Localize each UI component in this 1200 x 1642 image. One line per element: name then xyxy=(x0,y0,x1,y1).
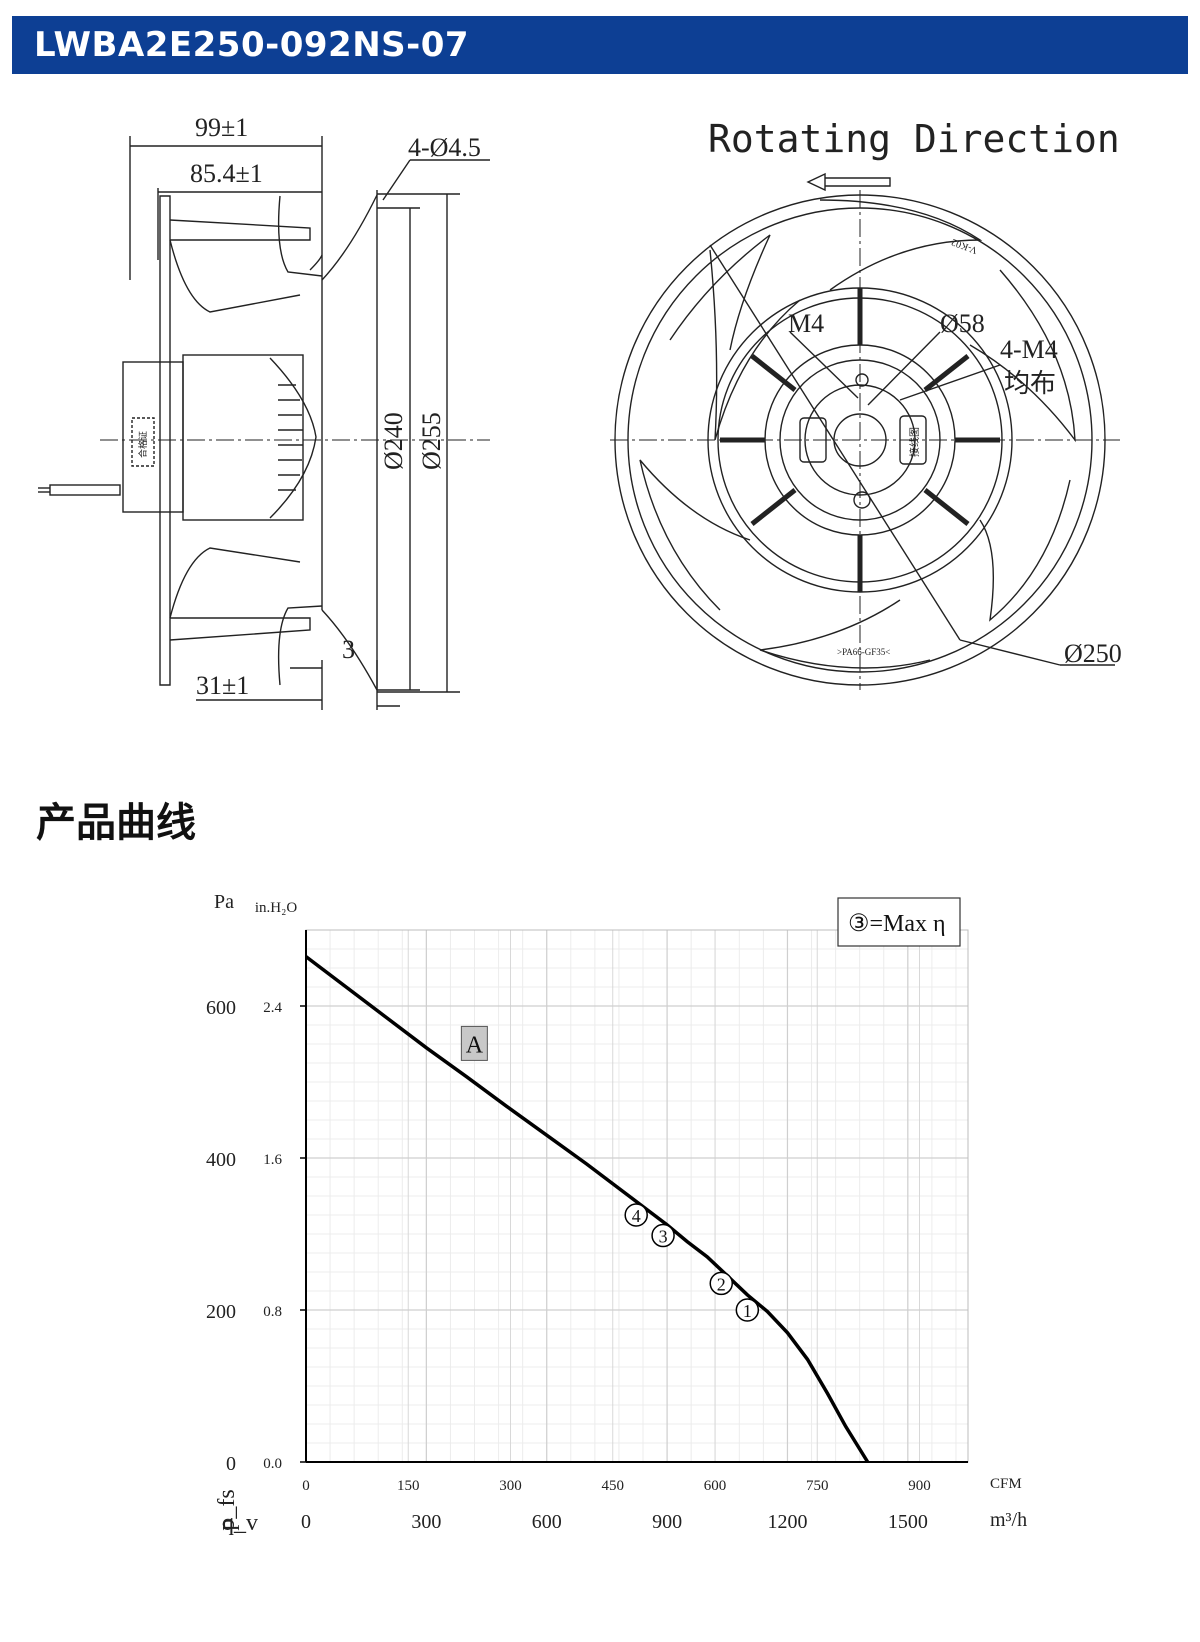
operating-point-label: 4 xyxy=(632,1206,641,1226)
motor-label: 合格证 xyxy=(137,431,148,458)
rotating-direction-label: Rotating Direction xyxy=(708,117,1120,161)
curve-label-box xyxy=(460,1025,488,1061)
impeller-mark-bottom: >PA66-GF35< xyxy=(837,647,890,657)
curve-a-line xyxy=(304,955,870,1463)
evenly-distributed-label: 均布 xyxy=(1004,369,1056,398)
dim-m4: M4 xyxy=(788,309,824,338)
x-tick-cfm: 750 xyxy=(806,1478,829,1494)
dim-99: 99±1 xyxy=(195,113,248,142)
operating-point-marker xyxy=(709,1271,734,1296)
x-tick-m3h: 0 xyxy=(301,1511,311,1533)
x-unit-cfm: CFM xyxy=(990,1476,1022,1492)
chart-axes xyxy=(305,929,969,1463)
chart-ticks: 0 200 400 600 0.0 0.8 1.6 2.4 Pa in.H₂O 0 150 300 450… xyxy=(206,891,1027,1536)
side-view-drawing: 99±1 85.4±1 4-Ø4.5 31±1 3 Ø240 Ø255 合格证 xyxy=(38,113,490,710)
x-tick-cfm: 450 xyxy=(601,1478,624,1494)
dim-240: Ø240 xyxy=(379,412,408,470)
operating-point-marker xyxy=(624,1203,648,1227)
x-tick-m3h: 1200 xyxy=(767,1511,807,1533)
dim-4-m4: 4-M4 xyxy=(1000,335,1058,364)
y-tick-inh2o: 2.4 xyxy=(263,1000,282,1016)
dim-d58: Ø58 xyxy=(940,309,985,338)
wiring-label: 接线图 xyxy=(908,427,921,457)
x-tick-m3h: 600 xyxy=(532,1511,562,1533)
y-unit-inh2o: in.H₂O xyxy=(255,900,297,916)
y-tick-pa: 0 xyxy=(226,1453,236,1475)
y-tick-pa: 600 xyxy=(206,997,236,1019)
x-tick-cfm: 0 xyxy=(302,1478,310,1494)
dim-d250: Ø250 xyxy=(1064,639,1122,668)
performance-chart: A 0 200 400 600 0.0 0.8 1.6 2.4 Pa in.H₂O 0 150 300 4… xyxy=(206,891,1027,1536)
x-tick-cfm: 150 xyxy=(397,1478,420,1494)
product-title: LWBA2E250-092NS-07 xyxy=(34,25,470,65)
operating-point-label: 2 xyxy=(717,1274,726,1294)
x-tick-m3h: 300 xyxy=(411,1511,441,1533)
curve-label-a: A xyxy=(466,1032,484,1058)
chart-legend: ③=Max η xyxy=(837,897,961,947)
x-axis-symbol: q_v xyxy=(222,1510,258,1536)
operating-point-marker xyxy=(651,1223,675,1248)
chart-curve: A xyxy=(304,955,870,1463)
chart-operating-points: 43 21 xyxy=(624,1203,760,1322)
dim-85-4: 85.4±1 xyxy=(190,159,263,188)
x-tick-m3h: 900 xyxy=(652,1511,682,1533)
y-tick-pa: 400 xyxy=(206,1149,236,1171)
x-tick-cfm: 300 xyxy=(499,1478,522,1494)
section-title: 产品曲线 xyxy=(36,800,196,846)
x-tick-m3h: 1500 xyxy=(888,1511,928,1533)
dim-31: 31±1 xyxy=(196,671,249,700)
y-tick-inh2o: 1.6 xyxy=(263,1152,282,1168)
y-unit-pa: Pa xyxy=(214,891,234,913)
y-tick-pa: 200 xyxy=(206,1301,236,1323)
operating-point-label: 1 xyxy=(743,1301,752,1321)
dim-4-holes: 4-Ø4.5 xyxy=(408,133,481,162)
x-tick-cfm: 600 xyxy=(704,1478,727,1494)
y-tick-inh2o: 0.8 xyxy=(263,1304,282,1320)
title-bar: LWBA2E250-092NS-07 xyxy=(12,16,1188,74)
y-tick-inh2o: 0.0 xyxy=(263,1456,282,1472)
front-view-drawing: Rotating Direction M4 Ø58 4-M4 均布 Ø250 V… xyxy=(610,117,1122,690)
dim-255: Ø255 xyxy=(417,412,446,470)
legend-box xyxy=(837,897,961,947)
legend-text: ③=Max η xyxy=(848,911,946,937)
operating-point-marker xyxy=(735,1298,760,1322)
dim-3: 3 xyxy=(342,635,355,664)
x-tick-cfm: 900 xyxy=(908,1478,931,1494)
y-axis-symbol: p_fs xyxy=(214,1489,240,1530)
x-unit-m3h: m³/h xyxy=(990,1509,1027,1531)
chart-grid xyxy=(306,930,968,1462)
operating-point-label: 3 xyxy=(659,1227,668,1247)
